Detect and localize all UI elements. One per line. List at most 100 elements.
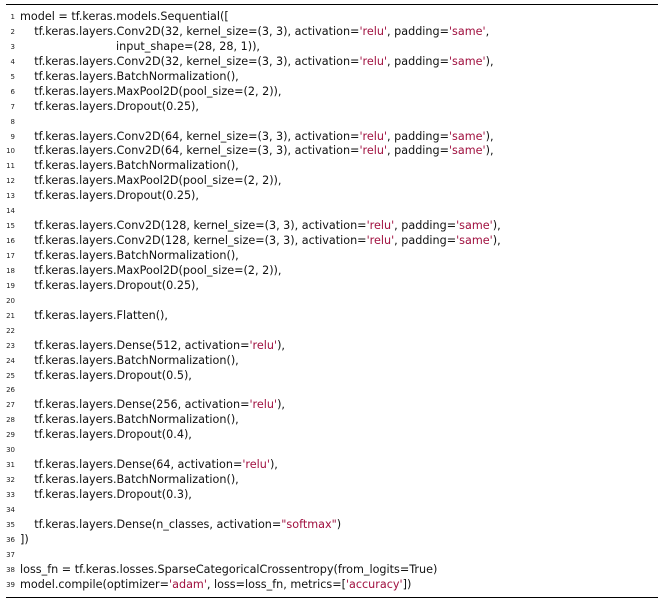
string-literal: 'relu' — [359, 129, 388, 143]
line-number: 36 — [6, 535, 15, 544]
code-line: 5 tf.keras.layers.BatchNormalization(), — [6, 70, 658, 85]
code-line: 3 input_shape=(28, 28, 1)), — [6, 40, 658, 55]
code-text: tf.keras.layers.Dense(n_classes, activat… — [20, 518, 341, 533]
code-text: tf.keras.layers.BatchNormalization(), — [20, 354, 239, 369]
line-number: 17 — [6, 252, 15, 260]
code-token: tf.keras.layers.Dense(256, activation= — [20, 398, 250, 412]
string-literal: 'relu' — [249, 338, 278, 352]
string-literal: 'same' — [448, 54, 486, 68]
code-text: model.compile(optimizer='adam', loss=los… — [20, 578, 411, 593]
line-number: 4 — [10, 57, 15, 66]
code-token: ), — [277, 398, 285, 412]
code-token: tf.keras.layers.Conv2D(32, kernel_size=(… — [20, 24, 360, 38]
code-text: ]) — [20, 533, 29, 548]
code-token: , padding= — [387, 129, 449, 143]
code-token: tf.keras.layers.BatchNormalization(), — [20, 353, 239, 367]
code-text: tf.keras.layers.Conv2D(64, kernel_size=(… — [20, 129, 493, 145]
code-token: tf.keras.layers.BatchNormalization(), — [20, 473, 239, 487]
code-token: model = tf.keras.models.Sequential([ — [20, 10, 229, 23]
code-token: , padding= — [387, 144, 449, 158]
code-line: 37 — [6, 548, 658, 563]
code-text: tf.keras.layers.Dropout(0.25), — [20, 100, 199, 115]
code-token: tf.keras.layers.Dropout(0.3), — [20, 488, 192, 501]
code-text: tf.keras.layers.BatchNormalization(), — [20, 159, 239, 174]
code-line: 21 tf.keras.layers.Flatten(), — [6, 309, 658, 324]
code-text: tf.keras.layers.BatchNormalization(), — [20, 473, 239, 488]
string-literal: 'accuracy' — [345, 577, 403, 591]
code-line: 22 — [6, 324, 658, 339]
line-number: 32 — [6, 476, 15, 485]
code-token: ), — [492, 234, 501, 248]
code-token: tf.keras.layers.Dense(64, activation= — [20, 458, 243, 472]
code-text: tf.keras.layers.Dropout(0.3), — [20, 488, 192, 503]
code-token: , padding= — [394, 234, 457, 248]
code-line: 17 tf.keras.layers.BatchNormalization(), — [6, 249, 658, 264]
line-number: 12 — [6, 177, 15, 186]
code-text: tf.keras.layers.Dropout(0.4), — [20, 428, 192, 443]
code-line: 20 — [6, 294, 658, 309]
code-line: 10 tf.keras.layers.Conv2D(64, kernel_siz… — [6, 144, 658, 159]
string-literal: 'relu' — [249, 398, 278, 412]
code-text: tf.keras.layers.Conv2D(32, kernel_size=(… — [20, 54, 493, 70]
code-line: 32 tf.keras.layers.BatchNormalization(), — [6, 473, 658, 488]
line-number: 25 — [6, 371, 15, 380]
code-token: tf.keras.layers.Dense(512, activation= — [20, 338, 250, 352]
line-number: 10 — [6, 147, 15, 156]
line-number: 1 — [10, 13, 15, 21]
code-line: 24 tf.keras.layers.BatchNormalization(), — [6, 354, 658, 369]
line-number: 20 — [6, 296, 15, 305]
line-number: 15 — [6, 222, 15, 231]
line-number: 26 — [6, 386, 15, 395]
code-text: tf.keras.layers.BatchNormalization(), — [20, 70, 239, 85]
code-token: tf.keras.layers.MaxPool2D(pool_size=(2, … — [20, 263, 282, 277]
code-line: 6 tf.keras.layers.MaxPool2D(pool_size=(2… — [6, 85, 658, 100]
code-token: , padding= — [394, 219, 457, 233]
code-token: , padding= — [387, 54, 449, 68]
string-literal: "softmax" — [281, 517, 337, 531]
string-literal: 'same' — [448, 144, 486, 158]
string-literal: 'same' — [448, 129, 486, 143]
code-line: 11 tf.keras.layers.BatchNormalization(), — [6, 159, 658, 174]
code-line: 8 — [6, 115, 658, 130]
code-token: ), — [485, 144, 494, 158]
code-text: tf.keras.layers.Dropout(0.25), — [20, 279, 199, 294]
code-text: tf.keras.layers.Dropout(0.25), — [20, 189, 199, 204]
code-text: loss_fn = tf.keras.losses.SparseCategori… — [20, 563, 437, 578]
code-token: tf.keras.layers.BatchNormalization(), — [20, 249, 239, 262]
code-line: 29 tf.keras.layers.Dropout(0.4), — [6, 428, 658, 443]
string-literal: 'relu' — [359, 144, 388, 158]
line-number: 14 — [6, 207, 15, 216]
code-line: 1 model = tf.keras.models.Sequential([ — [6, 10, 658, 25]
code-token: tf.keras.layers.Flatten(), — [20, 308, 168, 322]
code-token: , — [485, 24, 490, 38]
code-line: 19 tf.keras.layers.Dropout(0.25), — [6, 279, 658, 294]
code-line: 15 tf.keras.layers.Conv2D(128, kernel_si… — [6, 219, 658, 234]
code-line: 30 — [6, 443, 658, 458]
line-number: 5 — [10, 72, 15, 81]
code-text: tf.keras.layers.Conv2D(128, kernel_size=… — [20, 219, 500, 234]
code-token: tf.keras.layers.Dropout(0.25), — [20, 278, 199, 292]
code-token: input_shape=(28, 28, 1)), — [20, 39, 260, 53]
code-line: 25 tf.keras.layers.Dropout(0.5), — [6, 369, 658, 384]
code-line: 23 tf.keras.layers.Dense(512, activation… — [6, 339, 658, 354]
code-token: loss_fn = tf.keras.losses.SparseCategori… — [20, 562, 438, 576]
string-literal: 'relu' — [366, 234, 395, 248]
code-line: 14 — [6, 204, 658, 219]
code-token: tf.keras.layers.Dropout(0.4), — [20, 428, 192, 442]
code-token: ) — [336, 517, 342, 531]
code-text: tf.keras.layers.Dense(512, activation='r… — [20, 339, 285, 354]
code-token: ), — [269, 458, 278, 472]
code-text: tf.keras.layers.BatchNormalization(), — [20, 249, 239, 264]
line-number: 7 — [10, 102, 15, 111]
string-literal: 'same' — [456, 234, 493, 248]
code-text: tf.keras.layers.MaxPool2D(pool_size=(2, … — [20, 85, 281, 100]
line-number: 31 — [6, 461, 15, 470]
line-number: 16 — [6, 237, 15, 246]
line-number: 39 — [6, 580, 15, 589]
code-token: tf.keras.layers.Dropout(0.5), — [20, 368, 192, 382]
code-text: tf.keras.layers.MaxPool2D(pool_size=(2, … — [20, 264, 281, 279]
string-literal: 'relu' — [366, 219, 395, 233]
line-number: 6 — [10, 87, 15, 96]
